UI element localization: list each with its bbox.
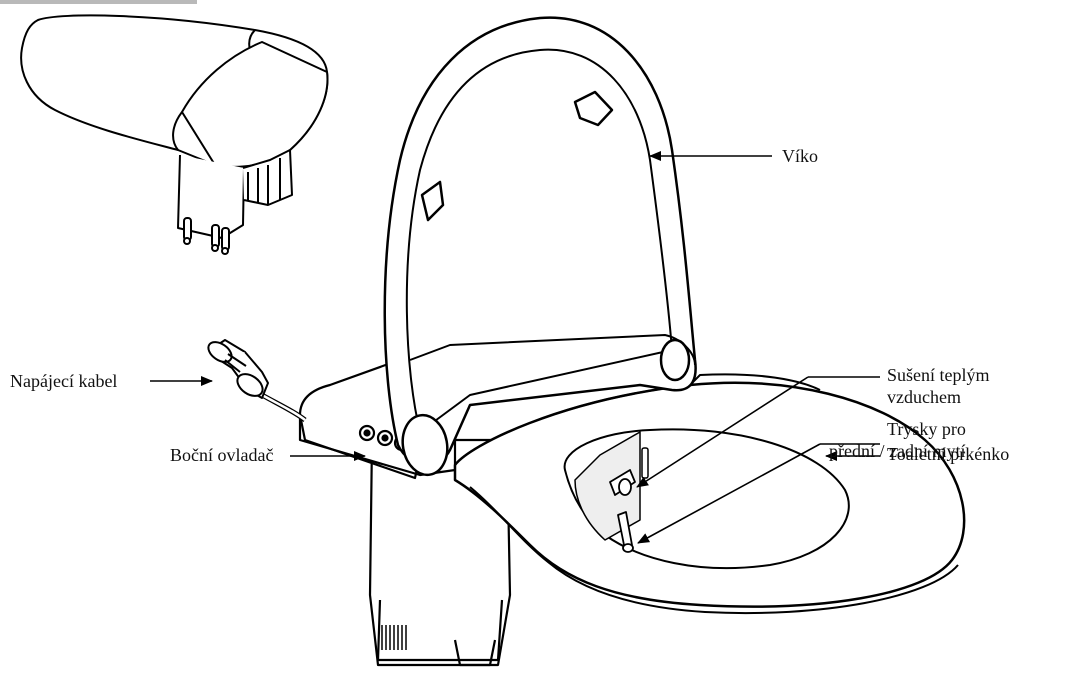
label-nozzles-line1: Trysky pro	[887, 419, 966, 439]
toilet-seat-shape	[453, 373, 966, 615]
dryer-outlet-icon	[641, 447, 649, 479]
power-adapter-icon	[20, 14, 329, 255]
label-power-cable: Napájecí kabel	[10, 371, 118, 391]
power-cable-connector-icon	[207, 339, 307, 422]
label-lid: Víko	[782, 146, 818, 166]
label-warm-air-dryer: Sušení teplým vzduchem	[887, 364, 990, 408]
leader-dryer-diag	[636, 376, 809, 488]
label-warm-air-dryer-line2: vzduchem	[887, 387, 961, 407]
leader-nozzles-diag	[637, 443, 821, 544]
leader-lines	[150, 151, 880, 544]
label-nozzles-line2: přední / zadní mytí	[829, 441, 966, 461]
lid-shape	[383, 16, 697, 477]
header-tab-strip	[0, 0, 197, 4]
nozzle-icon	[609, 469, 636, 553]
label-side-control: Boční ovladač	[170, 445, 274, 465]
label-toilet-seat: Toaletní prkénko	[887, 444, 1010, 464]
label-warm-air-dryer-line1: Sušení teplým	[887, 365, 990, 385]
label-nozzles: Trysky pro přední / zadní mytí	[829, 418, 1035, 462]
